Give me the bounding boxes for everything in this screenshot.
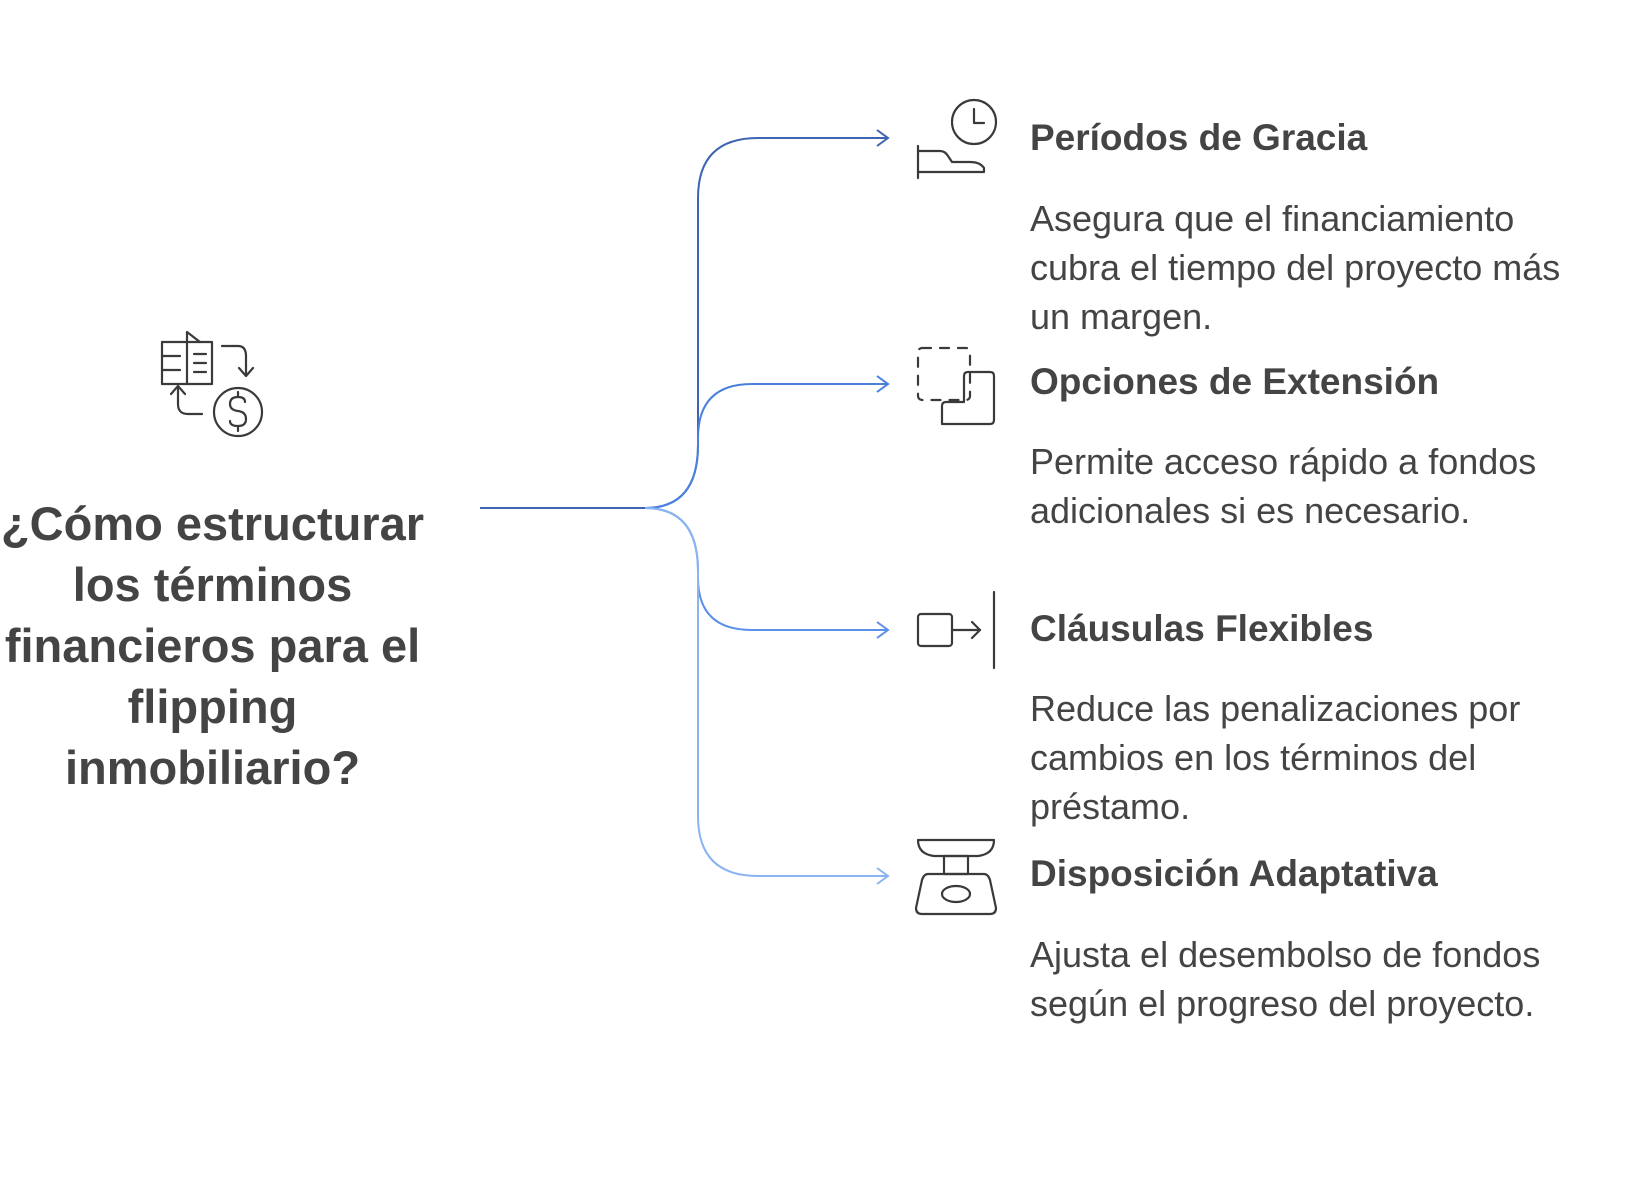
item-title-opciones-de-extension: Opciones de Extensión	[1030, 361, 1440, 402]
document-exchange-dollar-icon	[160, 330, 264, 438]
item-title-clausulas-flexibles: Cláusulas Flexibles	[1030, 608, 1374, 649]
branch-2-line	[644, 383, 888, 509]
branch-2-arrow	[876, 375, 890, 393]
branch-1-arrow	[876, 129, 890, 147]
item-title-periodos-de-gracia: Períodos de Gracia	[1030, 117, 1368, 158]
expand-square-icon	[916, 346, 996, 426]
branch-4-line	[644, 507, 888, 877]
weighing-scale-icon	[914, 838, 998, 916]
diagram-question: ¿Cómo estructurar los términos financier…	[0, 497, 425, 794]
box-arrow-wall-icon	[916, 590, 996, 670]
branch-3-line	[644, 507, 888, 631]
branch-4-arrow	[876, 867, 890, 885]
item-desc-clausulas-flexibles: Reduce las penalizaciones por cambios en…	[1030, 688, 1521, 827]
hand-clock-icon	[916, 98, 998, 180]
branch-3-arrow	[876, 621, 890, 639]
item-desc-opciones-de-extension: Permite acceso rápido a fondos adicional…	[1030, 441, 1537, 531]
item-title-disposicion-adaptativa: Disposición Adaptativa	[1030, 853, 1438, 894]
item-desc-disposicion-adaptativa: Ajusta el desembolso de fondos según el …	[1030, 934, 1541, 1024]
branch-1-line	[644, 137, 888, 509]
item-desc-periodos-de-gracia: Asegura que el financiamiento cubra el t…	[1030, 198, 1561, 337]
